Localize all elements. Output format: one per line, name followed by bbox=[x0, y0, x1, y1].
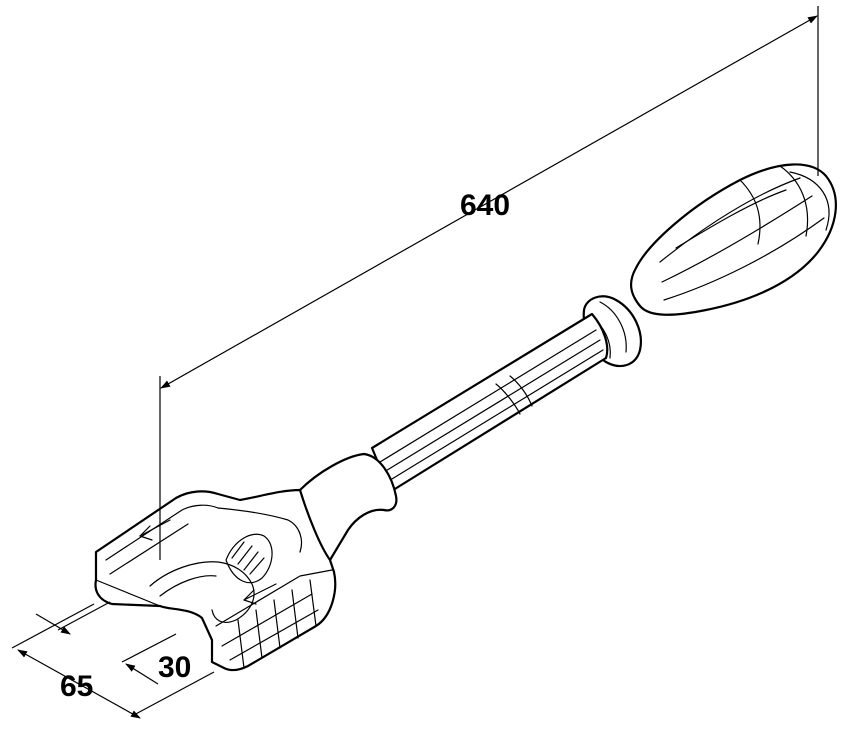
dimension-overall-length: 640 bbox=[159, 6, 819, 560]
dimension-jaw-opening: 30 bbox=[35, 601, 191, 685]
dimension-jaw-width: 65 bbox=[11, 603, 215, 719]
shaft bbox=[370, 312, 609, 494]
handle-grip bbox=[630, 163, 837, 316]
spanner-head bbox=[94, 452, 398, 672]
dimension-label-30: 30 bbox=[158, 651, 191, 684]
dimension-label-65: 65 bbox=[60, 670, 93, 703]
dimension-label-640: 640 bbox=[460, 189, 510, 222]
